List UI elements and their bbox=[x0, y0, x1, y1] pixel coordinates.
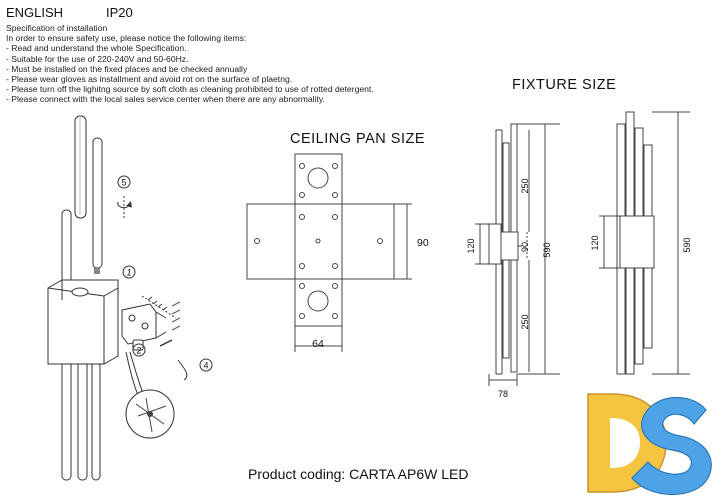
fixture-size-title: FIXTURE SIZE bbox=[512, 77, 617, 93]
side-dim-label: 250 bbox=[520, 314, 530, 329]
side-dim-label: 78 bbox=[498, 389, 508, 399]
ceiling-pan-title: CEILING PAN SIZE bbox=[290, 131, 426, 147]
fixture-front-view bbox=[599, 111, 690, 375]
ip-rating: IP20 bbox=[106, 5, 133, 20]
step-5-label: 5 bbox=[121, 178, 126, 188]
spec-line: - Please wear gloves as installment and … bbox=[6, 74, 293, 85]
product-coding: Product coding: CARTA AP6W LED bbox=[248, 466, 469, 482]
spec-line: - Please turn off the lighitng source by… bbox=[6, 84, 374, 95]
ds-logo bbox=[587, 393, 712, 496]
spec-line: - Please connect with the local sales se… bbox=[6, 94, 325, 105]
front-dim-label: 590 bbox=[682, 237, 692, 252]
step-4-label: 4 bbox=[203, 361, 208, 371]
language-label: ENGLISH bbox=[6, 5, 64, 20]
side-dim-label: 250 bbox=[520, 178, 530, 193]
spec-line: - Suitable for the use of 220-240V and 5… bbox=[6, 53, 189, 64]
spec-line: In order to ensure safety use, please no… bbox=[6, 33, 247, 44]
pan-width-label: 64 bbox=[312, 338, 324, 350]
fixture-side-view bbox=[475, 123, 560, 386]
spec-heading: Specification of installation bbox=[6, 23, 108, 33]
front-dim-label: 120 bbox=[590, 235, 600, 250]
side-dim-label: 90 bbox=[520, 242, 530, 252]
side-dim-label: 590 bbox=[542, 242, 552, 257]
step-2-label: 2 bbox=[136, 346, 141, 356]
installation-diagram bbox=[47, 115, 213, 481]
pan-height-label: 90 bbox=[417, 237, 429, 249]
spec-line: - Read and understand the whole Specific… bbox=[6, 43, 187, 54]
specification-block: Specification of installation In order t… bbox=[6, 23, 374, 105]
side-dim-label: 120 bbox=[466, 238, 476, 253]
ceiling-pan-drawing bbox=[246, 153, 412, 352]
spec-line: - Must be installed on the fixed places … bbox=[6, 63, 248, 74]
step-1-label: 1 bbox=[126, 268, 131, 278]
